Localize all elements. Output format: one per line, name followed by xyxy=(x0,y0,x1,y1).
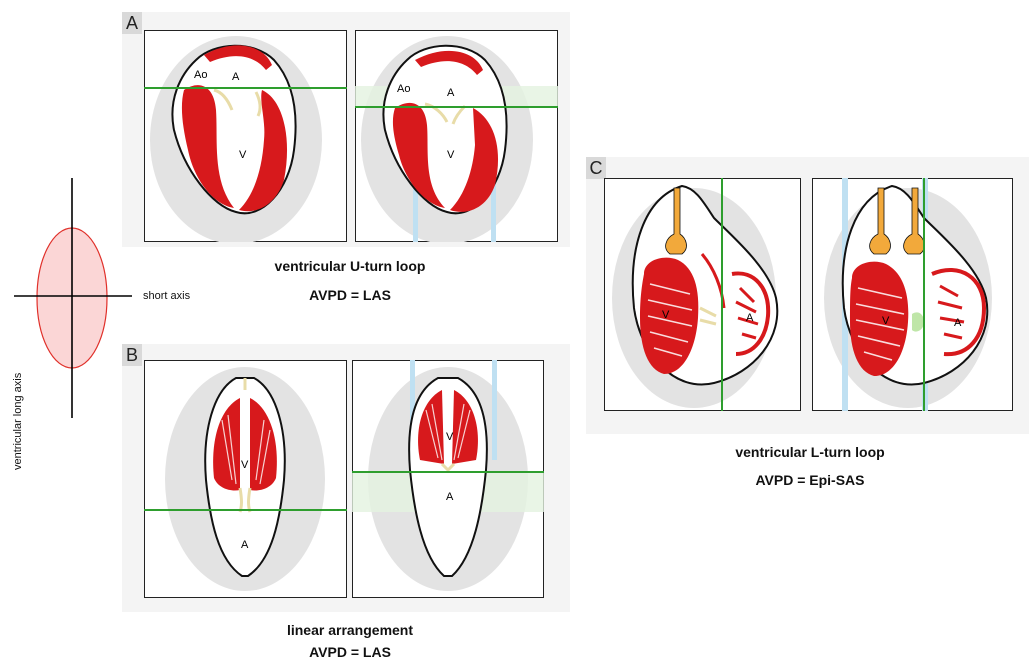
label-ao: Ao xyxy=(194,69,207,81)
panel-b-caption-line1: linear arrangement xyxy=(230,622,470,638)
label-a: A xyxy=(241,539,249,551)
panel-c-letter: C xyxy=(586,157,606,179)
panel-a-right-heart: Ao A V xyxy=(355,30,558,242)
panel-c-right-heart: V A xyxy=(812,178,1013,411)
panel-c-caption-line2: AVPD = Epi-SAS xyxy=(700,472,920,488)
short-axis-label: short axis xyxy=(143,290,190,302)
label-v: V xyxy=(662,309,670,321)
panel-a-letter: A xyxy=(122,12,142,34)
label-a: A xyxy=(232,71,240,83)
long-axis-label: ventricular long axis xyxy=(12,373,24,470)
panel-b-letter: B xyxy=(122,344,142,366)
panel-b-left-heart: V A xyxy=(144,360,347,598)
panel-a-caption-line1: ventricular U-turn loop xyxy=(250,258,450,274)
label-a: A xyxy=(447,87,455,99)
panel-c-left-heart: V A xyxy=(604,178,801,411)
label-v: V xyxy=(447,149,455,161)
panel-c-caption-line1: ventricular L-turn loop xyxy=(700,444,920,460)
label-v: V xyxy=(241,459,249,471)
label-v: V xyxy=(882,315,890,327)
panel-a-caption-line2: AVPD = LAS xyxy=(250,287,450,303)
label-v: V xyxy=(239,149,247,161)
panel-a-left-heart: Ao A V xyxy=(144,30,347,242)
label-v: V xyxy=(446,431,454,443)
label-a: A xyxy=(446,491,454,503)
label-ao: Ao xyxy=(397,83,410,95)
panel-b-right-heart: V A xyxy=(352,360,544,598)
panel-b-caption-line2: AVPD = LAS xyxy=(230,644,470,660)
label-a: A xyxy=(954,317,962,329)
label-a: A xyxy=(746,312,754,324)
